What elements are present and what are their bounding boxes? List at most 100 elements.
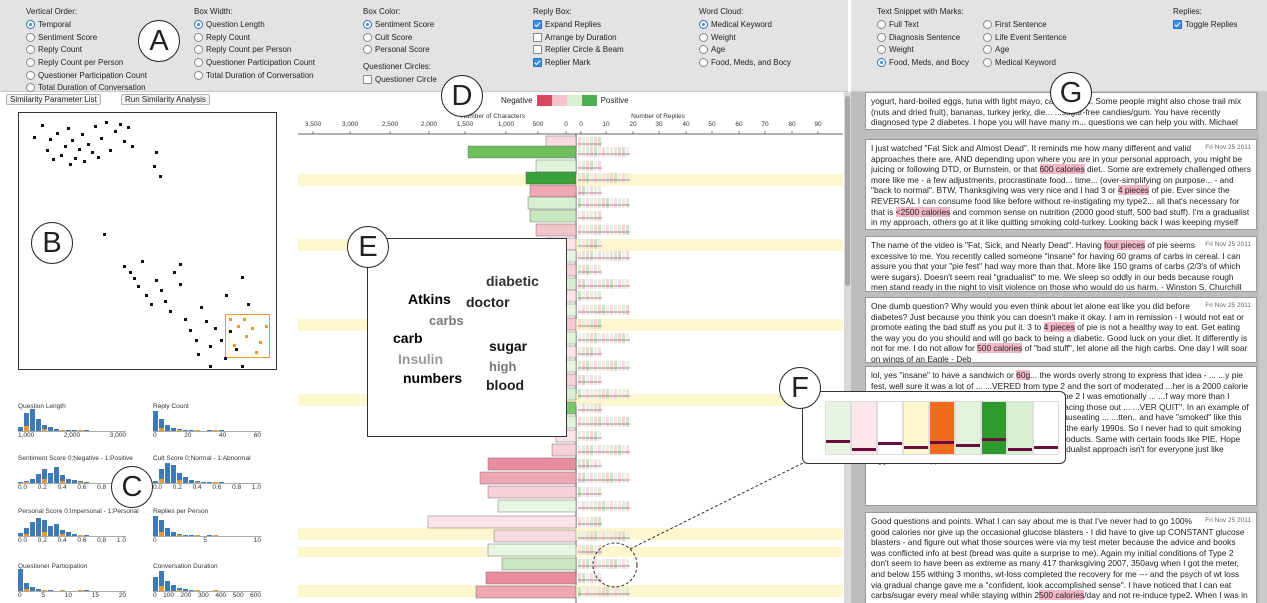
reply-cell[interactable] <box>598 305 601 315</box>
reply-cell[interactable] <box>578 445 581 455</box>
reply-cell[interactable] <box>606 389 609 399</box>
histogram[interactable]: Personal Score 0:Impersonal - 1:Personal… <box>18 508 139 544</box>
reply-cell[interactable] <box>602 473 605 483</box>
histogram-bar-selected[interactable] <box>177 430 182 431</box>
reply-cell[interactable] <box>594 305 597 315</box>
histogram-bar[interactable] <box>24 583 29 591</box>
scatter-point[interactable] <box>119 123 122 126</box>
histogram-bar[interactable] <box>153 516 158 536</box>
radio-icon[interactable] <box>877 32 886 42</box>
scatter-point[interactable] <box>159 175 162 178</box>
reply-cell[interactable] <box>578 211 581 221</box>
reply-cell[interactable] <box>594 375 597 385</box>
reply-cell[interactable] <box>582 389 585 399</box>
radio-icon[interactable] <box>194 32 203 42</box>
word-cloud-term[interactable]: Insulin <box>398 351 444 367</box>
scatter-point[interactable] <box>56 132 59 135</box>
histogram-bar[interactable] <box>60 530 65 536</box>
histogram-bars[interactable] <box>153 410 261 432</box>
histogram-bar[interactable] <box>153 481 158 483</box>
reply-cell[interactable] <box>618 333 621 343</box>
scatter-point[interactable] <box>78 148 81 151</box>
word-cloud-term[interactable]: doctor <box>466 294 510 310</box>
scatter-point[interactable] <box>109 149 112 152</box>
reply-cell[interactable] <box>586 403 589 413</box>
reply-cell[interactable] <box>582 291 585 301</box>
radio-icon[interactable] <box>877 45 886 55</box>
question-length-bar[interactable] <box>479 471 577 485</box>
scatter-point[interactable] <box>205 320 208 323</box>
reply-cell[interactable] <box>606 587 609 597</box>
histogram-bar[interactable] <box>36 419 41 431</box>
histogram-bars[interactable] <box>18 515 126 537</box>
histogram-bar[interactable] <box>54 524 59 536</box>
histogram-bar[interactable] <box>171 532 176 536</box>
reply-cell[interactable] <box>594 361 597 371</box>
histogram-bar[interactable] <box>18 427 23 431</box>
histogram-bar-selected[interactable] <box>78 482 83 483</box>
reply-cell[interactable] <box>590 137 593 147</box>
reply-cell[interactable] <box>622 389 625 399</box>
reply-cell[interactable] <box>598 239 601 249</box>
reply-cell[interactable] <box>590 239 593 249</box>
reply-cell[interactable] <box>606 251 609 261</box>
reply-cell[interactable] <box>602 501 605 511</box>
question-length-bar[interactable] <box>501 557 577 571</box>
reply-cell[interactable] <box>606 198 609 208</box>
radio-icon[interactable] <box>877 19 886 29</box>
scatter-point[interactable] <box>67 127 70 130</box>
reply-cell[interactable] <box>578 225 581 235</box>
scatter-point[interactable] <box>200 306 203 309</box>
scatter-point[interactable] <box>155 279 158 282</box>
scatter-point[interactable] <box>225 294 228 297</box>
reply-cell[interactable] <box>598 147 601 157</box>
reply-cell[interactable] <box>586 333 589 343</box>
reply-cell[interactable] <box>582 487 585 497</box>
reply-cell[interactable] <box>614 361 617 371</box>
reply-cell[interactable] <box>578 161 581 171</box>
histogram-bar[interactable] <box>48 590 53 591</box>
similarity-parameter-list-button[interactable]: Similarity Parameter List <box>6 94 101 105</box>
reply-cell[interactable] <box>594 445 597 455</box>
histogram-bar-selected[interactable] <box>24 589 29 591</box>
histogram-bar-selected[interactable] <box>195 482 200 483</box>
reply-cell[interactable] <box>602 417 605 427</box>
reply-cell[interactable] <box>606 531 609 541</box>
histogram-bar[interactable] <box>183 430 188 431</box>
histogram-bar[interactable] <box>219 482 224 483</box>
reply-cell[interactable] <box>618 251 621 261</box>
reply-cell[interactable] <box>614 417 617 427</box>
scatter-point[interactable] <box>123 140 126 143</box>
reply-cell[interactable] <box>622 531 625 541</box>
reply-cell[interactable] <box>594 319 597 329</box>
reply-cell[interactable] <box>594 389 597 399</box>
reply-cell[interactable] <box>626 251 629 261</box>
reply-cell[interactable] <box>586 291 589 301</box>
reply-cell[interactable] <box>626 305 629 315</box>
radio-icon[interactable] <box>699 45 708 55</box>
reply-cell[interactable] <box>614 445 617 455</box>
reply-cell[interactable] <box>586 239 589 249</box>
reply-cell[interactable] <box>614 225 617 235</box>
reply-box-replier-mark[interactable]: Replier Mark <box>533 56 624 69</box>
scatter-point[interactable] <box>60 154 63 157</box>
scatter-point[interactable] <box>87 143 90 146</box>
reply-cell[interactable] <box>582 559 585 569</box>
reply-cell[interactable] <box>586 517 589 527</box>
box-color-option-sentiment[interactable]: Sentiment Score <box>363 18 437 31</box>
scatter-point[interactable] <box>114 130 117 133</box>
histogram-bar-selected[interactable] <box>60 481 65 483</box>
scatter-point[interactable] <box>220 339 223 342</box>
histogram-bar-selected[interactable] <box>42 479 47 483</box>
reply-cell[interactable] <box>582 225 585 235</box>
scatter-point[interactable] <box>71 139 74 142</box>
histogram-bar-selected[interactable] <box>24 426 29 431</box>
scatter-point[interactable] <box>41 124 44 127</box>
reply-cell[interactable] <box>602 147 605 157</box>
reply-cell[interactable] <box>594 487 597 497</box>
histogram-bar[interactable] <box>183 589 188 591</box>
reply-cell[interactable] <box>586 305 589 315</box>
histogram-bar[interactable] <box>153 411 158 431</box>
reply-cell[interactable] <box>594 545 597 555</box>
